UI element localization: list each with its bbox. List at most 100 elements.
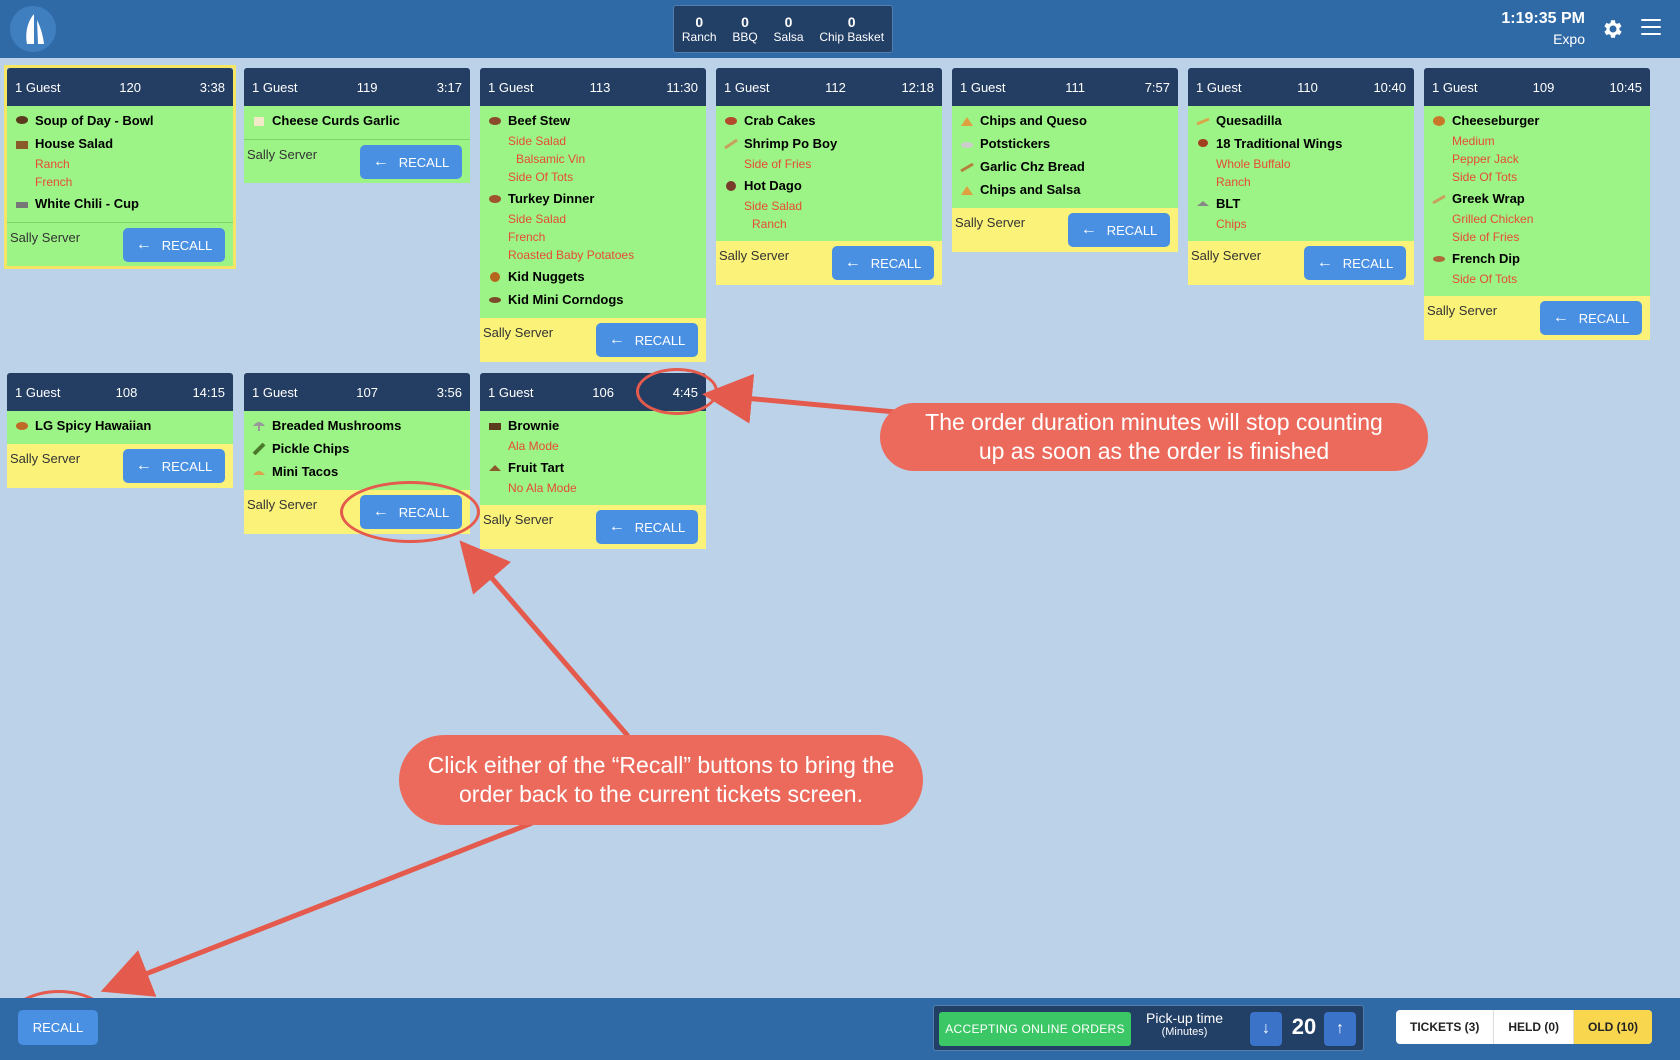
sandwich-icon	[724, 137, 738, 150]
recall-button[interactable]: ←RECALL	[832, 246, 934, 280]
ticket-items: Cheese Curds Garlic	[244, 106, 470, 139]
recall-button[interactable]: ← RECALL	[360, 145, 462, 179]
item-modifier: French	[35, 175, 73, 189]
list-item: 18 Traditional Wings	[1196, 135, 1406, 152]
recall-button[interactable]: ←RECALL	[1540, 301, 1642, 335]
tab-held[interactable]: HELD (0)	[1494, 1010, 1575, 1044]
item-modifier: Side Salad	[508, 134, 567, 148]
chips-icon	[960, 114, 974, 126]
recall-button[interactable]: RECALL	[18, 1010, 98, 1045]
server-name: Sally Server	[1427, 303, 1498, 318]
counter-bbq: 0 BBQ	[732, 14, 757, 45]
ticket-112[interactable]: 1 Guest 112 12:18 Crab Cakes Shrimp Po B…	[716, 68, 942, 285]
menu-line	[1641, 19, 1661, 21]
decrease-pickup-button[interactable]: ↓	[1250, 1012, 1282, 1046]
nuggets-icon	[488, 270, 502, 282]
mushroom-icon	[252, 419, 266, 431]
list-item: Fruit Tart	[488, 459, 698, 476]
recall-button[interactable]: ←RECALL	[596, 510, 698, 544]
ticket-footer: Sally Server ←RECALL	[480, 505, 706, 549]
counter-value: 0	[847, 13, 856, 30]
server-name: Sally Server	[247, 497, 318, 512]
chips-icon	[960, 183, 974, 195]
recall-label: RECALL	[32, 1020, 84, 1035]
item-modifiers: Chips	[1216, 215, 1406, 233]
brownie-icon	[488, 419, 502, 431]
stew-icon	[488, 114, 502, 126]
ticket-items: Cheeseburger Medium Pepper Jack Side Of …	[1424, 106, 1650, 296]
top-bar: 0 Ranch 0 BBQ 0 Salsa 0 Chip Basket 1:19…	[0, 0, 1680, 58]
ticket-number: 113	[589, 79, 611, 95]
arrow-left-icon: ←	[135, 457, 152, 474]
tart-icon	[488, 461, 502, 473]
menu-line	[1641, 26, 1661, 28]
item-modifier: Ranch	[1216, 175, 1251, 189]
gear-icon[interactable]	[1601, 17, 1625, 41]
item-modifier: Side Of Tots	[1452, 272, 1518, 286]
arrow-left-icon: ←	[844, 254, 861, 271]
ticket-header: 1 Guest 108 14:15	[7, 373, 233, 411]
server-name: Sally Server	[1191, 248, 1262, 263]
ticket-items: Beef Stew Side Salad Balsamic Vin Side O…	[480, 106, 706, 318]
recall-label: RECALL	[398, 154, 450, 170]
hamburger-menu-icon[interactable]	[1641, 19, 1661, 37]
arrow-left-icon: ←	[372, 153, 389, 170]
counter-ranch: 0 Ranch	[682, 14, 717, 45]
recall-button[interactable]: ←RECALL	[1304, 246, 1406, 280]
item-modifiers: Side Salad French Roasted Baby Potatoes	[508, 210, 698, 264]
guest-count: 1 Guest	[488, 79, 534, 95]
ticket-113[interactable]: 1 Guest 113 11:30 Beef Stew Side Salad B…	[480, 68, 706, 362]
tab-tickets[interactable]: TICKETS (3)	[1396, 1010, 1495, 1044]
recall-label: RECALL	[1106, 222, 1158, 238]
item-name: Potstickers	[980, 136, 1051, 151]
ticket-view-tabs: TICKETS (3) HELD (0) OLD (10)	[1396, 1010, 1653, 1044]
ticket-110[interactable]: 1 Guest 110 10:40 Quesadilla 18 Traditio…	[1188, 68, 1414, 285]
clock: 1:19:35 PM Expo	[1501, 10, 1585, 47]
ticket-items: LG Spicy Hawaiian	[7, 411, 233, 444]
counter-salsa: 0 Salsa	[774, 14, 804, 45]
accepting-online-orders-toggle[interactable]: ACCEPTING ONLINE ORDERS	[939, 1012, 1131, 1046]
duration-highlight-ring	[636, 368, 718, 415]
recall-label: RECALL	[634, 519, 686, 535]
tab-old[interactable]: OLD (10)	[1574, 1010, 1653, 1044]
duration-callout: The order duration minutes will stop cou…	[880, 403, 1428, 471]
ticket-header: 1 Guest 109 10:45	[1424, 68, 1650, 106]
recall-button[interactable]: ←RECALL	[123, 228, 225, 262]
ticket-111[interactable]: 1 Guest 111 7:57 Chips and Queso Potstic…	[952, 68, 1178, 252]
item-name: House Salad	[35, 136, 114, 151]
order-duration: 3:17	[436, 79, 462, 95]
item-name: Mini Tacos	[272, 464, 339, 479]
ticket-108[interactable]: 1 Guest 108 14:15 LG Spicy Hawaiian Sall…	[7, 373, 233, 488]
increase-pickup-button[interactable]: ↑	[1324, 1012, 1356, 1046]
recall-callout: Click either of the “Recall” buttons to …	[399, 735, 923, 825]
ticket-120[interactable]: 1 Guest 120 3:38 Soup of Day - Bowl Hous…	[4, 65, 236, 269]
list-item: Breaded Mushrooms	[252, 417, 462, 434]
item-modifiers: Ala Mode	[508, 437, 698, 455]
cheese-curds-icon	[252, 114, 266, 126]
item-modifiers: Side of Fries	[744, 155, 934, 173]
taco-icon	[252, 465, 266, 477]
guest-count: 1 Guest	[252, 79, 298, 95]
ticket-109[interactable]: 1 Guest 109 10:45 Cheeseburger Medium Pe…	[1424, 68, 1650, 340]
ticket-items: Breaded Mushrooms Pickle Chips Mini Taco…	[244, 411, 470, 490]
pizza-icon	[15, 419, 29, 431]
potsticker-icon	[960, 137, 974, 149]
counter-label: Chip Basket	[819, 29, 885, 44]
recall-button[interactable]: ←RECALL	[1068, 213, 1170, 247]
order-duration: 12:18	[901, 79, 934, 95]
item-name: Breaded Mushrooms	[272, 418, 402, 433]
ticket-items: Chips and Queso Potstickers Garlic Chz B…	[952, 106, 1178, 208]
guest-count: 1 Guest	[960, 79, 1006, 95]
ticket-footer: Sally Server ←RECALL	[7, 222, 233, 266]
arrow-left-icon: ←	[135, 236, 152, 253]
ticket-items: Brownie Ala Mode Fruit Tart No Ala Mode	[480, 411, 706, 505]
ticket-106[interactable]: 1 Guest 106 4:45 Brownie Ala Mode Fruit …	[480, 373, 706, 549]
recall-button[interactable]: ←RECALL	[123, 449, 225, 483]
list-item: House Salad	[15, 135, 225, 152]
list-item: Greek Wrap	[1432, 190, 1642, 207]
recall-button[interactable]: ←RECALL	[596, 323, 698, 357]
ticket-119[interactable]: 1 Guest 119 3:17 Cheese Curds Garlic Sal…	[244, 68, 470, 183]
counter-value: 0	[741, 13, 749, 30]
item-name: LG Spicy Hawaiian	[35, 418, 152, 433]
item-modifiers: Whole Buffalo Ranch	[1216, 155, 1406, 191]
